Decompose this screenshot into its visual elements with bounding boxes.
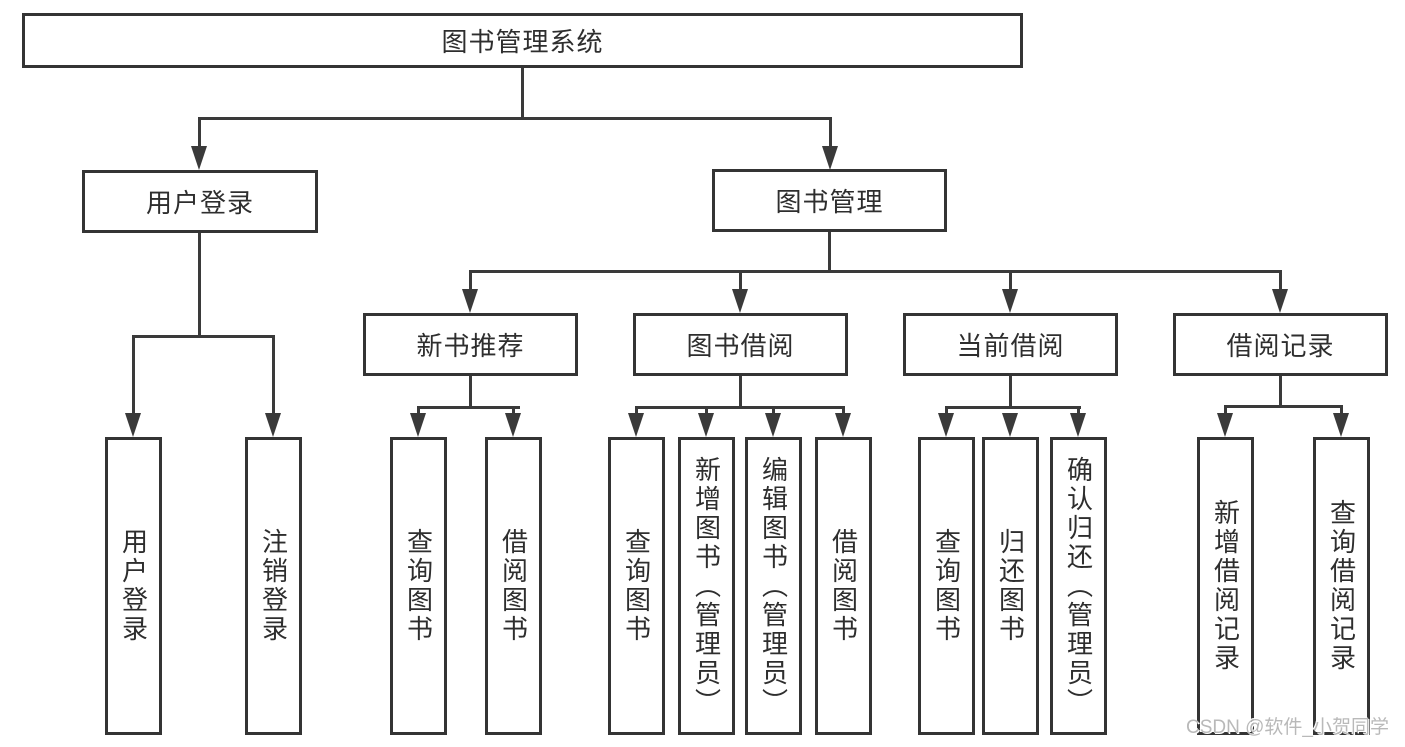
node-book-borrowing-label: 图书借阅	[686, 331, 795, 361]
leaf-return-books-label: 归还图书	[995, 528, 1026, 644]
connector-line	[1279, 270, 1282, 292]
connector-line	[739, 376, 742, 408]
connector-line	[1224, 405, 1227, 420]
connector-line	[1009, 376, 1012, 408]
connector-line	[198, 117, 201, 149]
node-user-login-label: 用户登录	[145, 188, 254, 218]
arrow-down-icon	[1333, 413, 1349, 437]
arrow-down-icon	[410, 413, 426, 437]
leaf-add-books-admin-label: 新增图书（管理员）	[691, 455, 722, 717]
node-book-borrowing: 图书借阅	[633, 313, 848, 376]
leaf-user-login: 用户登录	[105, 437, 162, 735]
connector-line	[635, 406, 845, 409]
connector-line	[469, 376, 472, 408]
connector-line	[272, 335, 275, 417]
arrow-down-icon	[1070, 413, 1086, 437]
leaf-add-books-admin: 新增图书（管理员）	[678, 437, 735, 735]
arrow-down-icon	[822, 146, 838, 170]
node-new-book-recommend: 新书推荐	[363, 313, 578, 376]
leaf-logout: 注销登录	[245, 437, 302, 735]
leaf-query-borrow-record: 查询借阅记录	[1313, 437, 1370, 735]
connector-line	[132, 335, 135, 417]
leaf-add-borrow-record: 新增借阅记录	[1197, 437, 1254, 735]
leaf-query-books-recommend-label: 查询图书	[403, 528, 434, 644]
node-current-borrowing: 当前借阅	[903, 313, 1118, 376]
connector-line	[198, 117, 832, 120]
leaf-query-books-borrowing-label: 查询图书	[621, 528, 652, 644]
connector-line	[828, 232, 831, 273]
arrow-down-icon	[835, 413, 851, 437]
arrow-down-icon	[191, 146, 207, 170]
leaf-logout-label: 注销登录	[258, 528, 289, 644]
connector-line	[469, 270, 472, 292]
leaf-add-borrow-record-label: 新增借阅记录	[1210, 499, 1241, 673]
connector-line	[945, 406, 1081, 409]
node-borrowing-records: 借阅记录	[1173, 313, 1388, 376]
connector-line	[521, 68, 524, 118]
connector-line	[829, 117, 832, 149]
leaf-borrow-books-borrowing: 借阅图书	[815, 437, 872, 735]
leaf-confirm-return-admin-label: 确认归还（管理员）	[1063, 455, 1094, 717]
arrow-down-icon	[462, 289, 478, 313]
connector-line	[198, 233, 201, 337]
arrow-down-icon	[938, 413, 954, 437]
csdn-watermark: CSDN @软件_小贺同学	[1186, 717, 1389, 738]
connector-line	[132, 335, 275, 338]
arrow-down-icon	[765, 413, 781, 437]
arrow-down-icon	[1272, 289, 1288, 313]
arrow-down-icon	[125, 413, 141, 437]
arrow-down-icon	[698, 413, 714, 437]
leaf-query-books-recommend: 查询图书	[390, 437, 447, 735]
leaf-borrow-books-borrowing-label: 借阅图书	[828, 528, 859, 644]
arrow-down-icon	[628, 413, 644, 437]
connector-line	[1009, 270, 1012, 292]
leaf-borrow-books-recommend-label: 借阅图书	[498, 528, 529, 644]
arrow-down-icon	[1217, 413, 1233, 437]
connector-line	[1340, 405, 1343, 420]
node-book-management-label: 图书管理	[775, 187, 884, 217]
leaf-query-books-borrowing: 查询图书	[608, 437, 665, 735]
connector-line	[1279, 376, 1282, 407]
leaf-query-books-current: 查询图书	[918, 437, 975, 735]
node-book-management: 图书管理	[712, 169, 947, 232]
leaf-edit-books-admin-label: 编辑图书（管理员）	[758, 455, 789, 717]
node-current-borrowing-label: 当前借阅	[956, 331, 1065, 361]
node-root-label: 图书管理系统	[441, 27, 604, 57]
connector-line	[739, 270, 742, 292]
arrow-down-icon	[265, 413, 281, 437]
leaf-query-borrow-record-label: 查询借阅记录	[1326, 499, 1357, 673]
leaf-query-books-current-label: 查询图书	[931, 528, 962, 644]
node-borrowing-records-label: 借阅记录	[1226, 331, 1335, 361]
leaf-user-login-label: 用户登录	[118, 528, 149, 644]
leaf-borrow-books-recommend: 借阅图书	[485, 437, 542, 735]
arrow-down-icon	[505, 413, 521, 437]
node-new-book-recommend-label: 新书推荐	[416, 331, 525, 361]
leaf-edit-books-admin: 编辑图书（管理员）	[745, 437, 802, 735]
connector-line	[1224, 405, 1343, 408]
connector-line	[469, 270, 1282, 273]
leaf-confirm-return-admin: 确认归还（管理员）	[1050, 437, 1107, 735]
node-user-login: 用户登录	[82, 170, 318, 233]
arrow-down-icon	[732, 289, 748, 313]
node-root: 图书管理系统	[22, 13, 1023, 68]
leaf-return-books: 归还图书	[982, 437, 1039, 735]
arrow-down-icon	[1002, 413, 1018, 437]
arrow-down-icon	[1002, 289, 1018, 313]
connector-line	[417, 406, 520, 409]
